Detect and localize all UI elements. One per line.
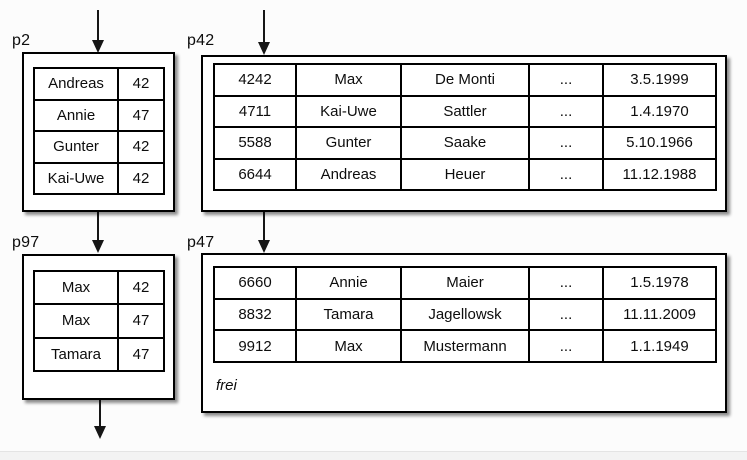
table-row: Gunter 42 [33, 130, 165, 164]
table-row: Max 42 [33, 269, 165, 306]
arrow-line [99, 400, 101, 427]
table-cell: Saake [400, 126, 530, 160]
table-cell: ... [528, 126, 604, 160]
page-p47: 6660 Annie Maier ... 1.5.1978 8832 Tamar… [201, 253, 727, 413]
table-cell: Maier [400, 266, 530, 300]
table-cell: 4242 [213, 63, 297, 97]
arrow-line [263, 212, 265, 241]
table-cell: De Monti [400, 63, 530, 97]
table-cell: 42 [117, 161, 165, 195]
table-cell: ... [528, 297, 604, 332]
table-row: 8832 Tamara Jagellowsk ... 11.11.2009 [213, 297, 717, 332]
table-cell: 47 [117, 336, 165, 373]
page-label-p2: p2 [12, 32, 31, 49]
table-cell: 8832 [213, 297, 297, 332]
table-cell: 47 [117, 98, 165, 132]
table-row: 6660 Annie Maier ... 1.5.1978 [213, 266, 717, 300]
arrowhead-down-icon [258, 42, 270, 55]
table-cell: 47 [117, 303, 165, 339]
table-row: Kai-Uwe 42 [33, 161, 165, 195]
table-cell: 5.10.1966 [602, 126, 717, 160]
table-cell: Max [33, 303, 119, 339]
arrow-line [97, 212, 99, 241]
table-cell: 9912 [213, 329, 297, 363]
page-p2: Andreas 42 Annie 47 Gunter 42 Kai-Uwe 42 [22, 52, 175, 212]
table-cell: Tamara [295, 297, 402, 332]
table-cell: Jagellowsk [400, 297, 530, 332]
table-row: Tamara 47 [33, 336, 165, 373]
table-cell: Annie [33, 98, 119, 132]
records-table-p97: Max 42 Max 47 Tamara 47 [33, 269, 165, 373]
table-cell: Gunter [33, 130, 119, 164]
table-cell: 5588 [213, 126, 297, 160]
table-cell: Annie [295, 266, 402, 300]
table-cell: Heuer [400, 157, 530, 191]
arrowhead-down-icon [258, 240, 270, 253]
table-cell: 11.11.2009 [602, 297, 717, 332]
page-p42: 4242 Max De Monti ... 3.5.1999 4711 Kai-… [201, 55, 727, 212]
table-cell: ... [528, 157, 604, 191]
free-space-label: frei [216, 377, 237, 394]
records-table-p2: Andreas 42 Annie 47 Gunter 42 Kai-Uwe 42 [33, 67, 165, 195]
page-label-p47: p47 [187, 234, 215, 251]
table-cell: ... [528, 63, 604, 97]
page-p97: Max 42 Max 47 Tamara 47 [22, 254, 175, 400]
table-cell: 1.1.1949 [602, 329, 717, 363]
table-cell: Tamara [33, 336, 119, 373]
table-row: Andreas 42 [33, 67, 165, 101]
table-cell: ... [528, 94, 604, 128]
table-cell: Andreas [33, 67, 119, 101]
table-cell: 42 [117, 67, 165, 101]
arrowhead-down-icon [94, 426, 106, 439]
table-cell: Kai-Uwe [33, 161, 119, 195]
table-cell: 6644 [213, 157, 297, 191]
arrowhead-down-icon [92, 240, 104, 253]
arrow-line [97, 10, 99, 41]
table-cell: ... [528, 266, 604, 300]
table-cell: 1.4.1970 [602, 94, 717, 128]
table-cell: ... [528, 329, 604, 363]
table-cell: Gunter [295, 126, 402, 160]
table-cell: Max [295, 63, 402, 97]
table-cell: 42 [117, 269, 165, 306]
table-cell: Kai-Uwe [295, 94, 402, 128]
page-label-p97: p97 [12, 234, 40, 251]
table-cell: 11.12.1988 [602, 157, 717, 191]
records-table-p42: 4242 Max De Monti ... 3.5.1999 4711 Kai-… [213, 63, 717, 191]
table-cell: Max [295, 329, 402, 363]
table-row: 4242 Max De Monti ... 3.5.1999 [213, 63, 717, 97]
slide-bottom-edge [0, 451, 747, 460]
table-cell: 6660 [213, 266, 297, 300]
table-cell: Mustermann [400, 329, 530, 363]
table-row: 9912 Max Mustermann ... 1.1.1949 [213, 329, 717, 363]
records-table-p47: 6660 Annie Maier ... 1.5.1978 8832 Tamar… [213, 266, 717, 363]
table-row: 5588 Gunter Saake ... 5.10.1966 [213, 126, 717, 160]
table-cell: Andreas [295, 157, 402, 191]
table-row: 6644 Andreas Heuer ... 11.12.1988 [213, 157, 717, 191]
table-cell: Max [33, 269, 119, 306]
table-cell: 42 [117, 130, 165, 164]
table-cell: 4711 [213, 94, 297, 128]
table-row: 4711 Kai-Uwe Sattler ... 1.4.1970 [213, 94, 717, 128]
page-label-p42: p42 [187, 32, 215, 49]
arrowhead-down-icon [92, 40, 104, 53]
table-row: Annie 47 [33, 98, 165, 132]
table-row: Max 47 [33, 303, 165, 339]
table-cell: 3.5.1999 [602, 63, 717, 97]
table-cell: 1.5.1978 [602, 266, 717, 300]
table-cell: Sattler [400, 94, 530, 128]
arrow-line [263, 10, 265, 42]
